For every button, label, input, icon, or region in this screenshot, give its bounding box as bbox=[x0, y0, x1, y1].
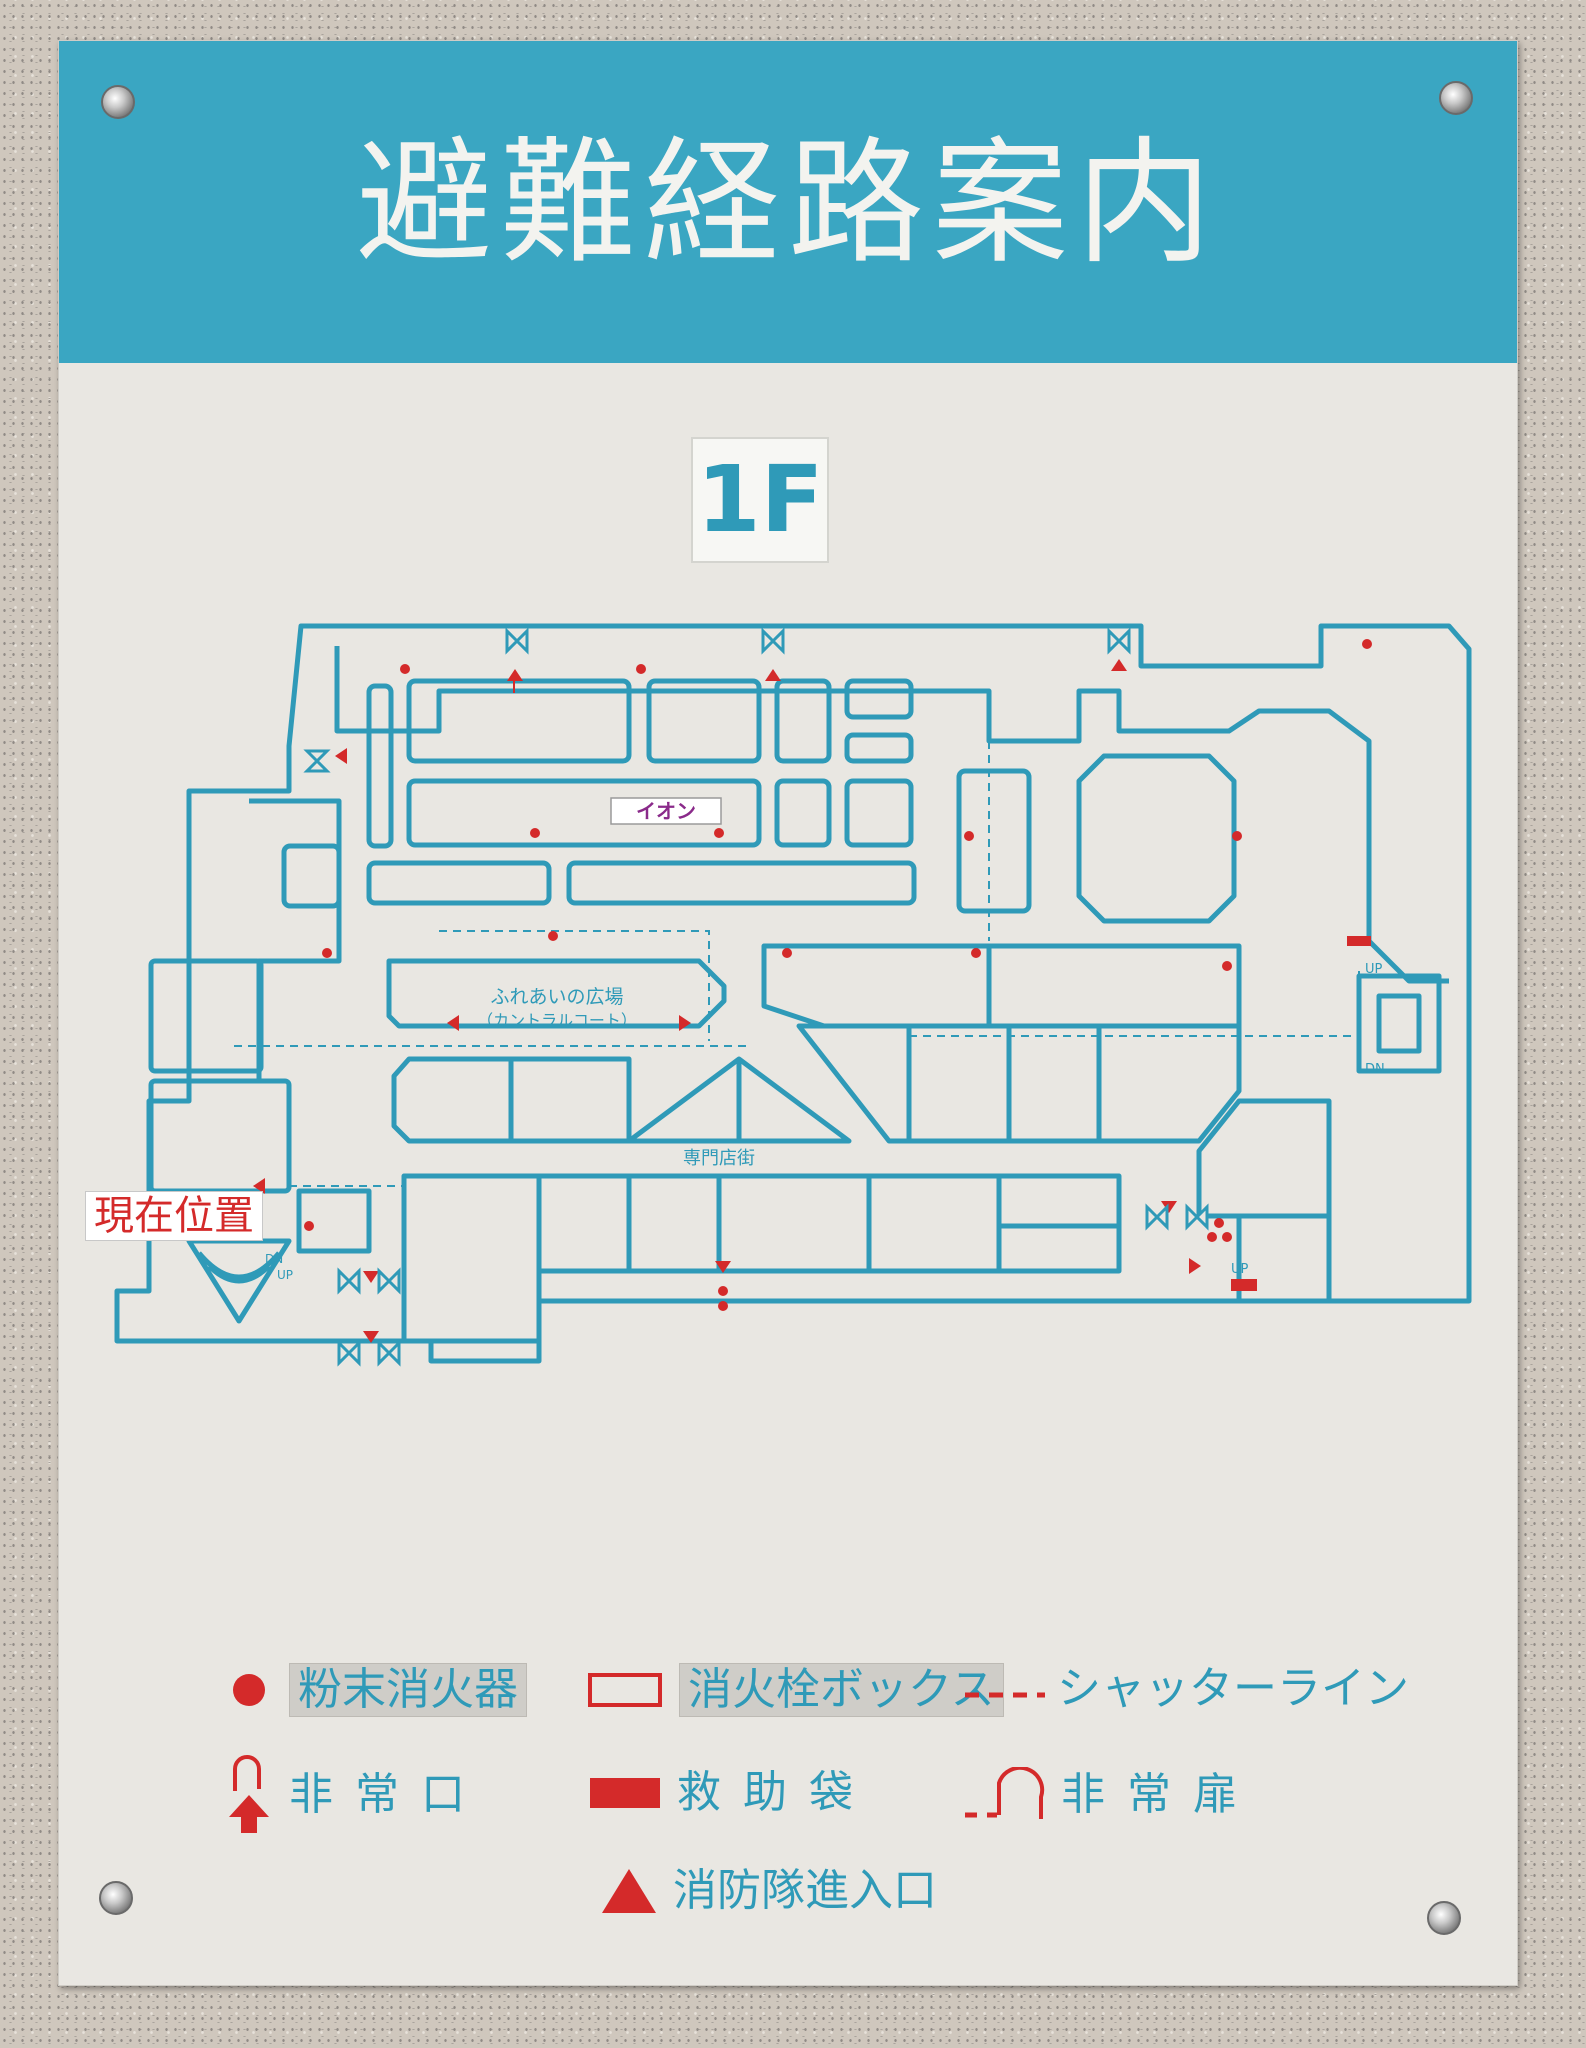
legend-extinguisher: 粉末消火器 bbox=[231, 1663, 527, 1717]
store-block bbox=[796, 1023, 1242, 1144]
legend-fire-brigade-entrance: 消防隊進入口 bbox=[599, 1865, 937, 1917]
store-block bbox=[646, 678, 762, 764]
legend-emergency-exit: 非常口 bbox=[219, 1755, 487, 1835]
store-block bbox=[761, 943, 1242, 1029]
stair-up-label: UP bbox=[1231, 1262, 1249, 1277]
store-block bbox=[774, 778, 832, 848]
anchor-store-label: イオン bbox=[636, 799, 696, 823]
extinguisher-markers bbox=[304, 639, 1372, 1311]
evacuation-sign-plate: 避難経路案内 1F bbox=[58, 40, 1518, 1986]
stair-down-label: DN bbox=[265, 1252, 283, 1266]
inner-wall bbox=[334, 646, 1449, 984]
store-block bbox=[148, 1078, 292, 1194]
store-block bbox=[366, 860, 552, 906]
anchor-store-tag bbox=[610, 797, 722, 825]
store-block bbox=[1196, 1098, 1332, 1219]
shutter-lines bbox=[234, 741, 1360, 1187]
store-block bbox=[1076, 753, 1237, 924]
legend-emergency-door: 非常扉 bbox=[963, 1767, 1259, 1823]
rescue-bag-icon bbox=[590, 1778, 660, 1808]
hydrant-box-icon bbox=[588, 1673, 662, 1707]
plaza-sublabel: （カントラルコート） bbox=[477, 1011, 637, 1030]
screw-icon bbox=[1439, 81, 1473, 115]
extinguisher-dot-icon bbox=[233, 1674, 265, 1706]
plaza-label: ふれあいの広場 bbox=[490, 986, 623, 1008]
floor-plan-map: イオン ふれあいの広場 （カントラルコート） 専門店街 UP DN UP DN … bbox=[114, 623, 1472, 1367]
emergency-door-icon bbox=[965, 1767, 1045, 1819]
legend-label: 非常口 bbox=[289, 1769, 487, 1820]
door-markers bbox=[303, 627, 1209, 1367]
legend-label: 非常扉 bbox=[1061, 1769, 1259, 1820]
screw-icon bbox=[1427, 1901, 1461, 1935]
store-block bbox=[406, 778, 762, 848]
stair-up-label: UP bbox=[1365, 962, 1383, 977]
shutter-line-icon bbox=[965, 1692, 1045, 1698]
legend-label: 粉末消火器 bbox=[289, 1663, 527, 1717]
plaza-outline bbox=[386, 958, 727, 1029]
screw-icon bbox=[99, 1881, 133, 1915]
legend-label: シャッターライン bbox=[1057, 1663, 1409, 1714]
legend-rescue-bag: 救助袋 bbox=[587, 1771, 875, 1815]
legend-hydrant-box: 消火栓ボックス bbox=[587, 1663, 1004, 1717]
legend-label: 消火栓ボックス bbox=[679, 1663, 1004, 1717]
sign-title: 避難経路案内 bbox=[356, 125, 1220, 283]
store-block bbox=[401, 1173, 1122, 1344]
store-block bbox=[844, 678, 914, 720]
stair-up-label: UP bbox=[277, 1268, 293, 1282]
store-block bbox=[1236, 1213, 1332, 1304]
sign-header: 避難経路案内 bbox=[59, 41, 1517, 363]
stair-box bbox=[1356, 973, 1442, 1074]
floor-label: 1F bbox=[696, 446, 824, 553]
map-labels: イオン ふれあいの広場 （カントラルコート） 専門店街 UP DN UP DN … bbox=[265, 797, 1385, 1282]
stair-box bbox=[296, 1188, 372, 1254]
stair-down-label: DN bbox=[1365, 1062, 1385, 1077]
store-block bbox=[774, 678, 832, 764]
store-block bbox=[148, 958, 264, 1074]
exit-arrow-markers bbox=[253, 659, 1201, 1343]
screw-icon bbox=[101, 85, 135, 119]
store-block bbox=[366, 683, 394, 849]
legend-label: 救助袋 bbox=[677, 1767, 875, 1818]
stair-box bbox=[1376, 993, 1422, 1054]
building-walls bbox=[114, 623, 1472, 1364]
legend-shutter-line: シャッターライン bbox=[963, 1667, 1409, 1711]
rescue-bag-markers bbox=[1231, 936, 1371, 1291]
emergency-exit-arrow-icon bbox=[229, 1755, 269, 1833]
store-block bbox=[281, 843, 342, 909]
fire-brigade-triangle-icon bbox=[602, 1869, 656, 1913]
inner-wall bbox=[209, 798, 342, 1084]
legend-label: 消防隊進入口 bbox=[673, 1865, 937, 1916]
store-block bbox=[956, 768, 1032, 914]
store-block bbox=[844, 732, 914, 764]
current-position-label: 現在位置 bbox=[85, 1191, 263, 1241]
spiral-stair bbox=[186, 1238, 292, 1324]
floor-badge: 1F bbox=[691, 437, 829, 563]
outer-wall bbox=[114, 623, 1472, 1364]
store-block bbox=[566, 860, 917, 906]
mall-street-label: 専門店街 bbox=[683, 1148, 755, 1169]
store-block bbox=[844, 778, 914, 848]
